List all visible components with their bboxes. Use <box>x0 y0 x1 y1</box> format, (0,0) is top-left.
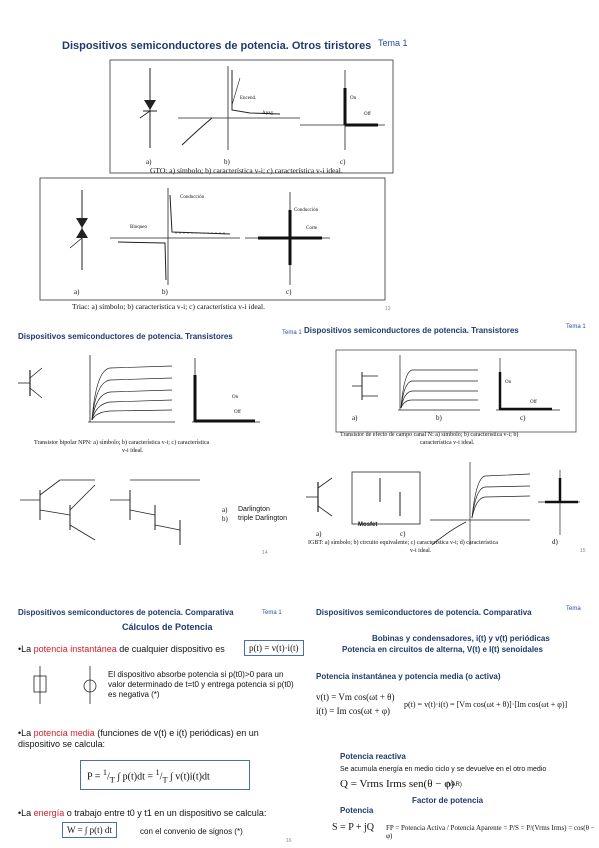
bullet-instantanea-post: de cualquier dispositivo es <box>116 644 225 654</box>
mosfet-label: Mosfet <box>358 522 378 528</box>
triple-darlington-label: triple Darlington <box>238 515 288 522</box>
slide1-title: Dispositivos semiconductores de potencia… <box>62 40 372 52</box>
triac-label-a: a) <box>74 288 80 296</box>
bullet-energia: •La energía o trabajo entre t0 y t1 en u… <box>18 808 266 819</box>
bullet-media-pre: •La <box>18 728 34 738</box>
gto-label-b: b) <box>224 158 230 166</box>
darlington-label: Darlington <box>238 506 270 513</box>
mos-label-b: b) <box>436 414 442 422</box>
gto-label-apag: Apag. <box>262 111 275 116</box>
eq-energy: W = ∫ p(t) dt <box>62 822 117 838</box>
gto-label-off: Off <box>364 112 371 117</box>
slide5-sec4: Potencia <box>340 806 374 815</box>
mos-caption-1: Transistor de efecto de campo canal N: a… <box>340 432 519 438</box>
slide5-sec1: Potencia instantánea y potencia media (o… <box>316 672 501 681</box>
eq-voltage: v(t) = Vm cos(ωt + θ) <box>316 692 395 702</box>
slide4-tema: Tema 1 <box>262 610 282 616</box>
bullet-media: •La potencia media (funciones de v(t) e … <box>18 728 288 750</box>
mos-label-off: Off <box>530 400 537 405</box>
triac-label-bloqueo: Bloqueo <box>130 225 147 230</box>
gto-label-encend: Encend. <box>240 96 257 101</box>
gto-label-c: c) <box>340 158 346 166</box>
eq-average-power: P = 1/T ∫ p(t)dt = 1/T ∫ v(t)i(t)dt <box>80 760 250 790</box>
mos-caption-2: característica v-i ideal. <box>420 440 475 446</box>
bjt-label-a: On <box>232 395 239 400</box>
triac-label-corte: Corte <box>306 226 318 231</box>
mos-label-on: On <box>505 380 512 385</box>
slide4-page: 16 <box>286 838 292 844</box>
slide2-tema: Tema 1 <box>282 330 302 336</box>
eq-power-factor: FP = Potencia Activa / Potencia Aparente… <box>386 824 595 840</box>
bjt-caption-2: v-i ideal. <box>122 448 144 454</box>
slide2-title: Dispositivos semiconductores de potencia… <box>18 332 233 341</box>
bullet-media-red: potencia media <box>33 728 95 738</box>
slide5-title: Dispositivos semiconductores de potencia… <box>316 608 532 617</box>
slide5-tema: Tema <box>566 606 581 612</box>
eq-instantaneous-power: p(t) = v(t)·i(t) <box>244 640 304 656</box>
bullet-energia-pre: •La <box>18 808 34 818</box>
slide3-page: 15 <box>580 548 586 554</box>
bullet-media-post: (funciones de v(t) e i(t) periódicas) en… <box>18 728 259 749</box>
var-unit: (VAR) <box>446 782 462 788</box>
slide3-tema: Tema 1 <box>566 324 586 330</box>
eq-current: i(t) = Im cos(ωt + φ) <box>316 706 391 716</box>
mos-label-c: c) <box>520 414 526 422</box>
bjt-label-off: Off <box>234 410 241 415</box>
gto-label-a: a) <box>146 158 152 166</box>
bullet-instantanea-pre: •La <box>18 644 34 654</box>
darlington-b-marker: b) <box>222 515 228 523</box>
eq-reactive: Q = Vrms Irms sen(θ − φ) <box>340 778 455 790</box>
triac-label-c: c) <box>286 288 292 296</box>
slide4-title: Dispositivos semiconductores de potencia… <box>18 608 234 617</box>
slide1-page: 13 <box>385 306 391 312</box>
slide5-sub1: Bobinas y condensadores, i(t) y v(t) per… <box>372 634 550 643</box>
gto-caption: GTO: a) símbolo; b) característica v-i; … <box>150 166 343 175</box>
slide5-sub2: Potencia en circuitos de alterna, V(t) e… <box>342 645 543 654</box>
igbt-caption-1: IGBT: a) símbolo; b) circuito equivalent… <box>308 540 498 546</box>
igbt-label-a: a) <box>316 530 322 538</box>
bullet-instantanea: •La potencia instantánea de cualquier di… <box>18 644 225 655</box>
mos-label-a: a) <box>352 414 358 422</box>
eq-apparent: S = P + jQ <box>332 822 375 833</box>
triac-label-conduccion: Conducción <box>180 195 205 200</box>
igbt-label-c: c) <box>400 530 406 538</box>
eq-power-product: p(t) = v(t)·i(t) = [Vm cos(ωt + θ)]·[Im … <box>404 700 568 709</box>
reactive-text: Se acumula energía en medio ciclo y se d… <box>340 766 547 773</box>
igbt-caption-2: v-i ideal. <box>410 548 432 554</box>
triac-caption: Triac: a) símbolo; b) característica v-i… <box>72 302 265 311</box>
bjt-caption-1: Transistor bipolar NPN: a) símbolo; b) c… <box>34 440 210 446</box>
slide4-subtitle: Cálculos de Potencia <box>122 622 213 632</box>
triac-label-b: b) <box>162 288 168 296</box>
slide3-title: Dispositivos semiconductores de potencia… <box>304 326 519 335</box>
bullet-energia-post: o trabajo entre t0 y t1 en un dispositiv… <box>64 808 267 818</box>
slide1-tema: Tema 1 <box>378 38 408 48</box>
conv-text: con el convenio de signos (*) <box>140 827 243 836</box>
triac-label-conduccion-ideal: Conducción <box>294 208 319 213</box>
bullet-energia-red: energía <box>33 808 65 818</box>
darlington-a-marker: a) <box>222 506 228 514</box>
igbt-label-d: d) <box>552 538 558 546</box>
slide5-sec3: Factor de potencia <box>412 796 484 805</box>
slide2-page: 14 <box>262 550 268 556</box>
absorb-text: El dispositivo absorbe potencia si p(t0)… <box>108 670 294 699</box>
gto-label-on: On <box>350 96 357 101</box>
slide5-sec2: Potencia reactiva <box>340 752 406 761</box>
bullet-instantanea-red: potencia instantánea <box>33 644 117 654</box>
